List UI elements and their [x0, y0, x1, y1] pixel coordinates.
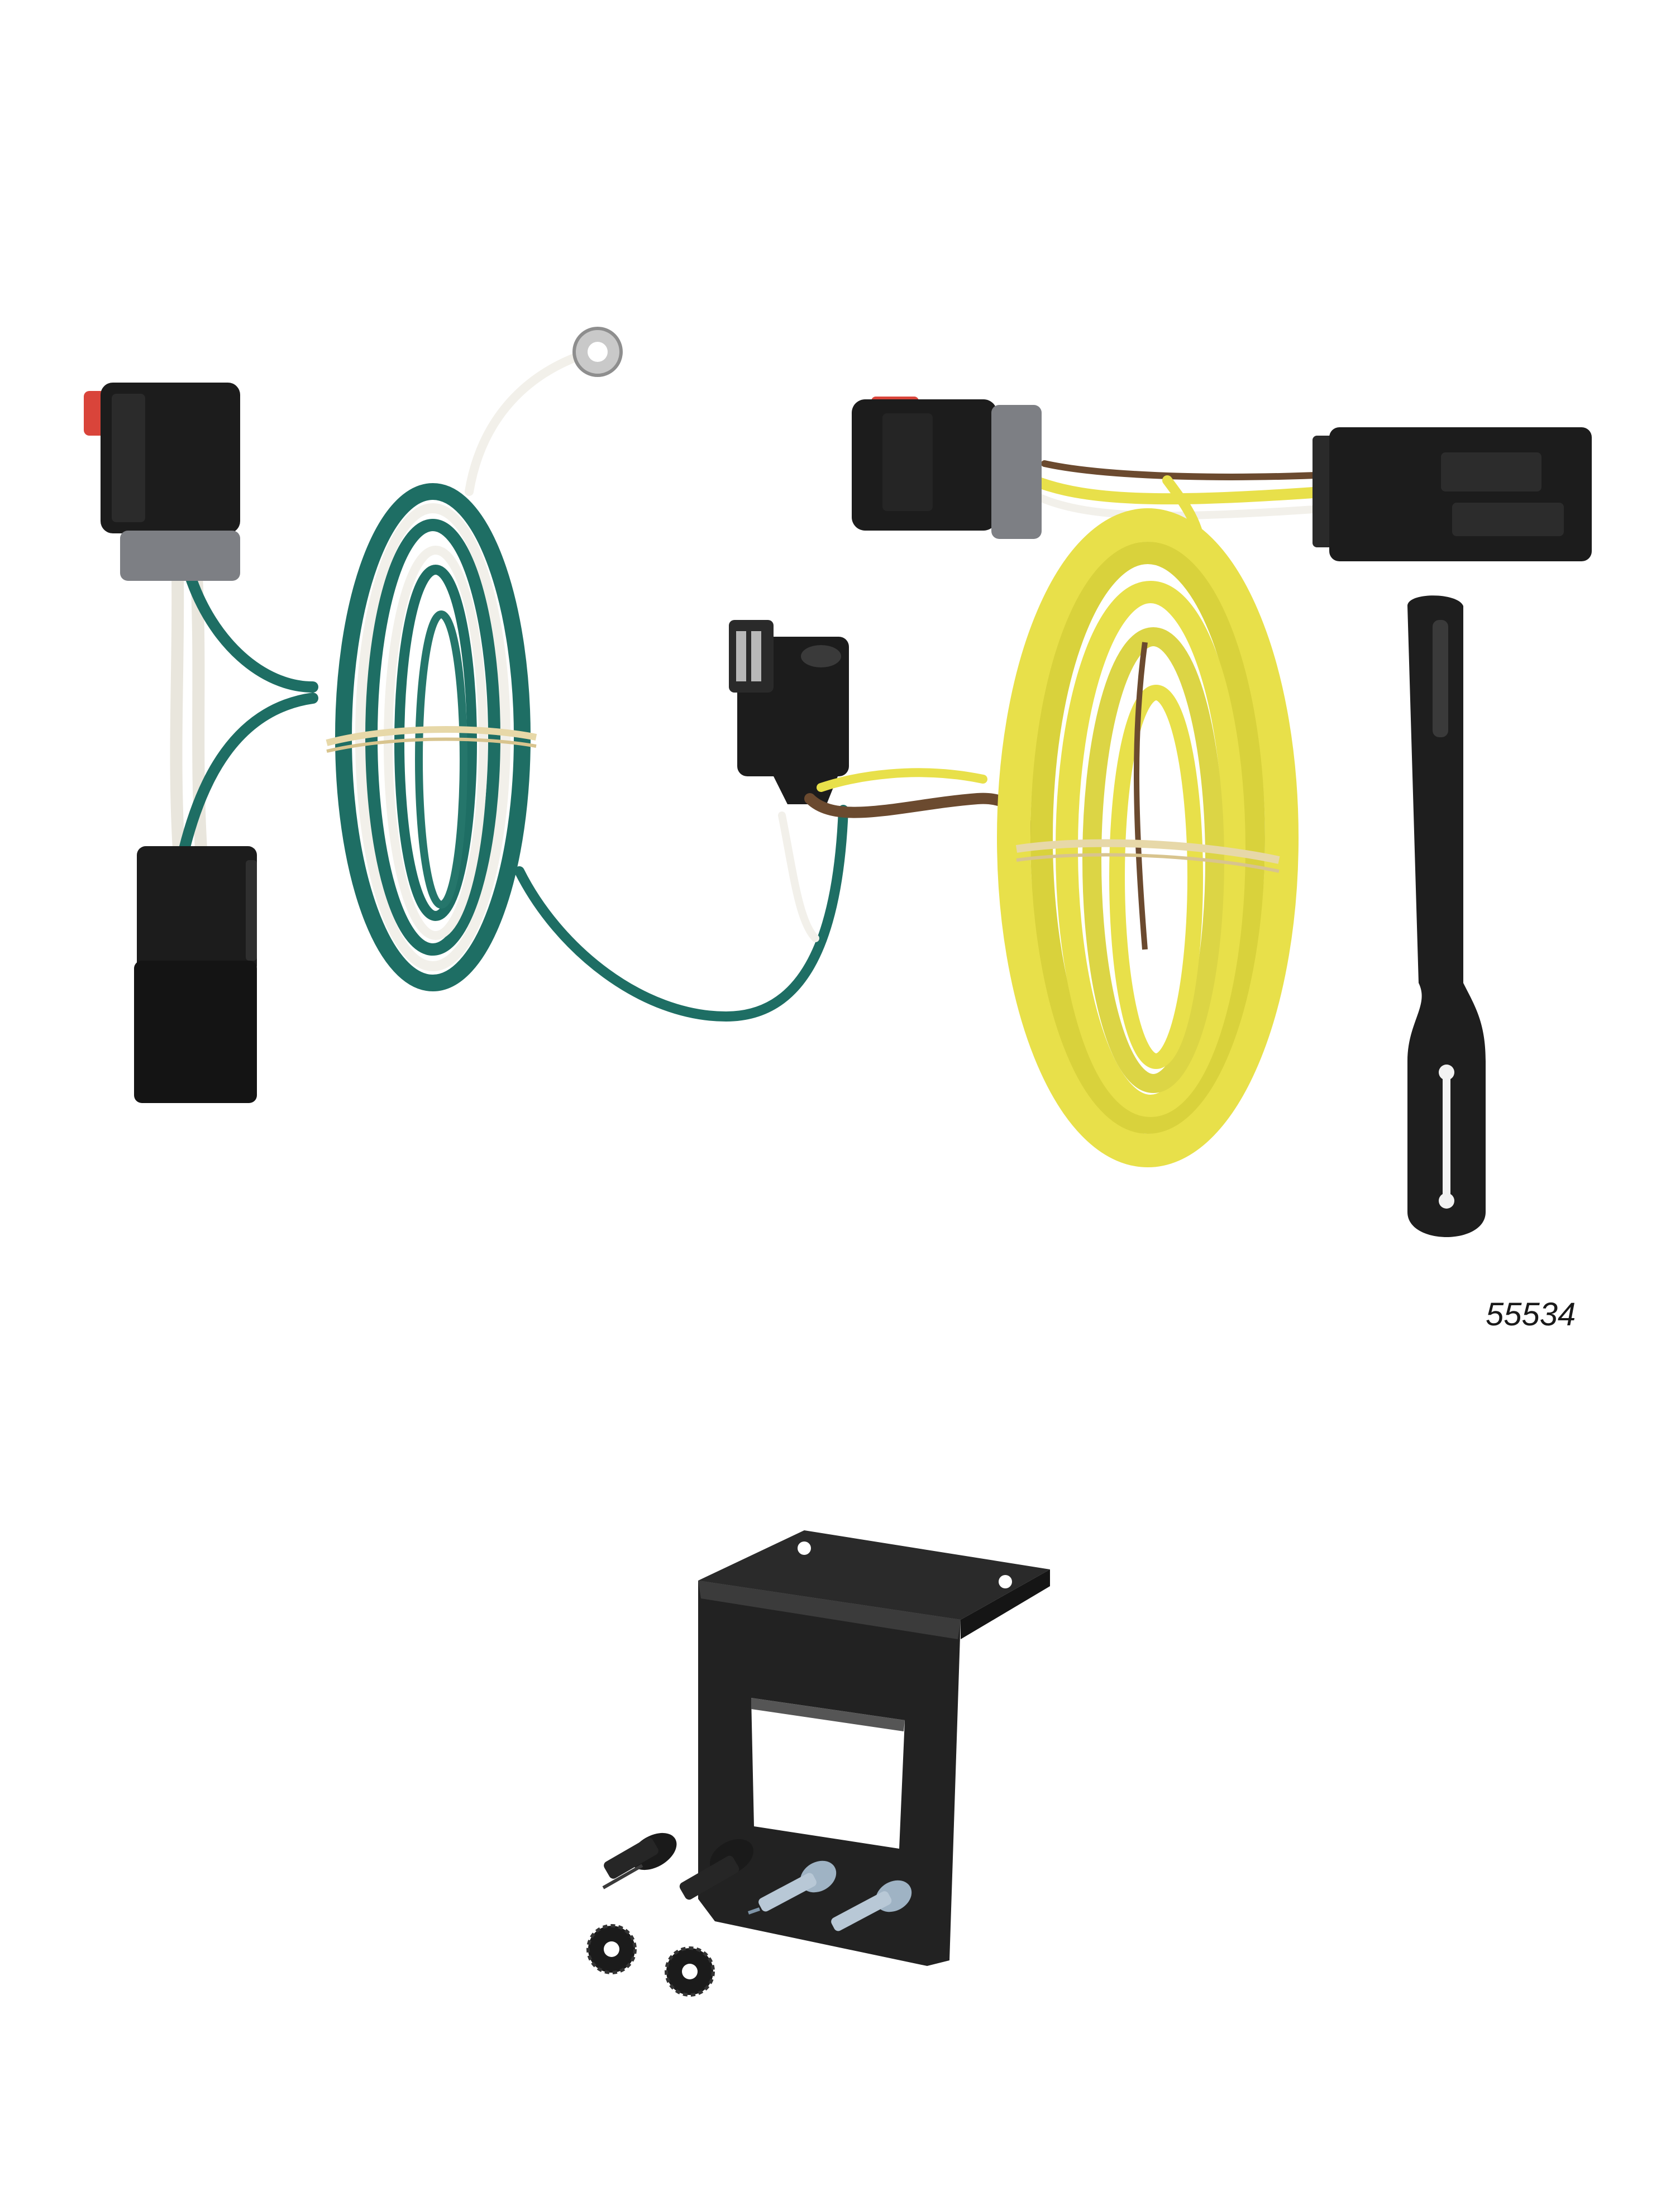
- right-wiring-harness: [852, 397, 1592, 1167]
- black-bolt: [602, 1832, 677, 1889]
- zinc-self-tapping-screw: [831, 1880, 912, 1931]
- black-bolt: [679, 1839, 753, 1900]
- hardware-set: [586, 1832, 912, 1997]
- connector-link-wires: [170, 569, 318, 855]
- top-middle-connector: [852, 397, 1042, 539]
- star-lock-nut: [586, 1924, 637, 1974]
- part-number-label: 55534: [1486, 1296, 1576, 1333]
- connector-mounting-bracket: [698, 1530, 1050, 1966]
- zinc-self-tapping-screw: [748, 1860, 837, 1915]
- star-lock-nut: [665, 1946, 715, 1997]
- ground-ring-terminal: [572, 327, 623, 377]
- left-wiring-harness: [84, 327, 848, 1103]
- top-left-connector: [84, 383, 240, 581]
- four-way-flat-plug: [729, 620, 849, 804]
- black-mounting-strap: [1407, 595, 1486, 1237]
- green-white-wire-coil: [326, 353, 848, 1022]
- top-right-connector: [1312, 427, 1592, 561]
- bottom-left-connector: [134, 846, 257, 1103]
- yellow-flat-wire-coil: [997, 508, 1299, 1167]
